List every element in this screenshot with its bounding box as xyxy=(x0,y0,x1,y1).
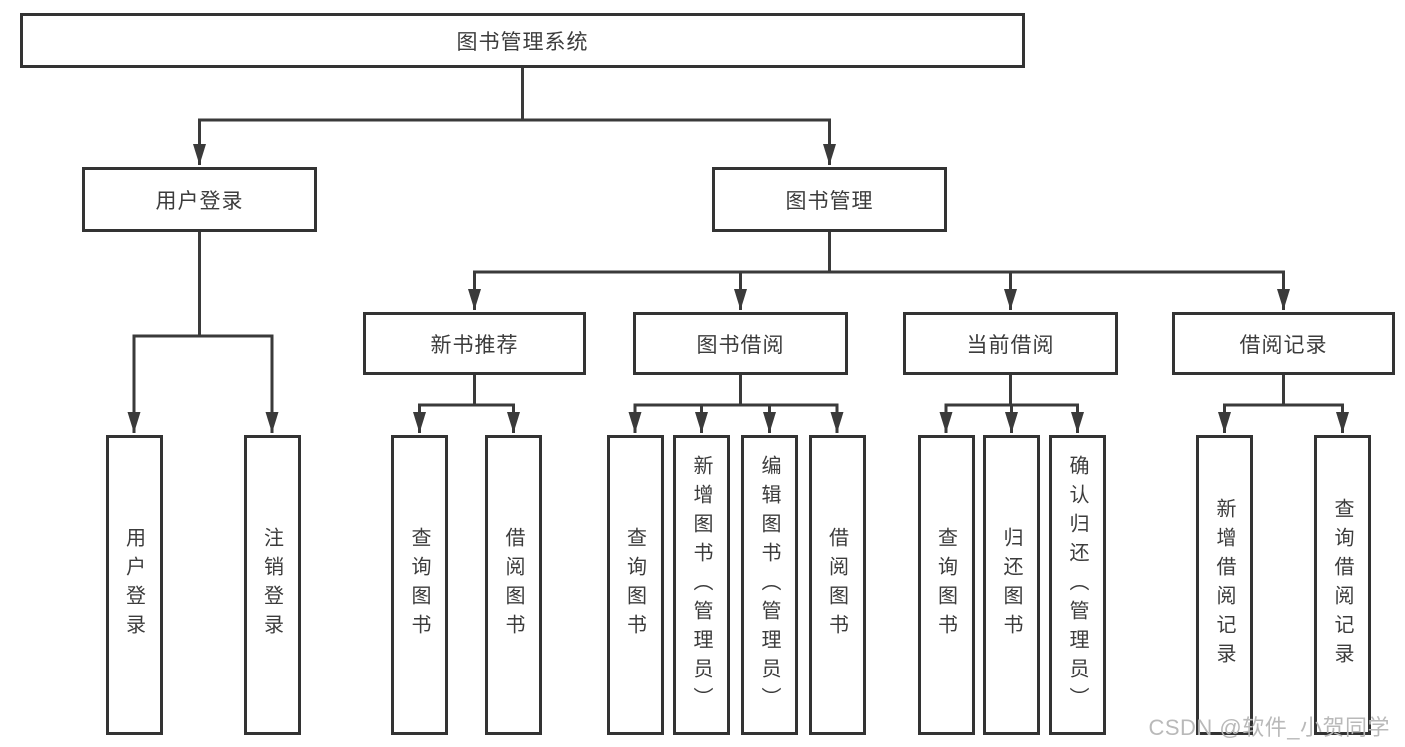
node-new-book-recommend: 新书推荐 xyxy=(363,312,586,375)
leaf-logout: 注销登录 xyxy=(243,435,301,735)
leaf-current-confirm-return-admin: 确认归还（管理员） xyxy=(1049,435,1106,735)
node-current-borrow: 当前借阅 xyxy=(903,312,1118,375)
leaf-records-query-record: 查询借阅记录 xyxy=(1314,435,1371,735)
leaf-current-return-books: 归还图书 xyxy=(983,435,1040,735)
node-book-borrow: 图书借阅 xyxy=(633,312,848,375)
csdn-watermark: CSDN @软件_小贺同学 xyxy=(1148,715,1390,740)
node-user-login-group: 用户登录 xyxy=(82,167,317,232)
leaf-borrow-edit-books-admin: 编辑图书（管理员） xyxy=(741,435,798,735)
leaf-borrow-add-books-admin: 新增图书（管理员） xyxy=(673,435,730,735)
leaf-borrow-borrow-books: 借阅图书 xyxy=(808,435,866,735)
node-book-management-group: 图书管理 xyxy=(712,167,947,232)
node-borrow-records: 借阅记录 xyxy=(1172,312,1395,375)
leaf-records-add-record: 新增借阅记录 xyxy=(1196,435,1253,735)
leaf-user-login: 用户登录 xyxy=(105,435,163,735)
node-root-system: 图书管理系统 xyxy=(20,13,1025,68)
leaf-borrow-query-books: 查询图书 xyxy=(606,435,664,735)
leaf-recommend-query-books: 查询图书 xyxy=(391,435,448,735)
leaf-current-query-books: 查询图书 xyxy=(917,435,975,735)
leaf-recommend-borrow-books: 借阅图书 xyxy=(485,435,542,735)
